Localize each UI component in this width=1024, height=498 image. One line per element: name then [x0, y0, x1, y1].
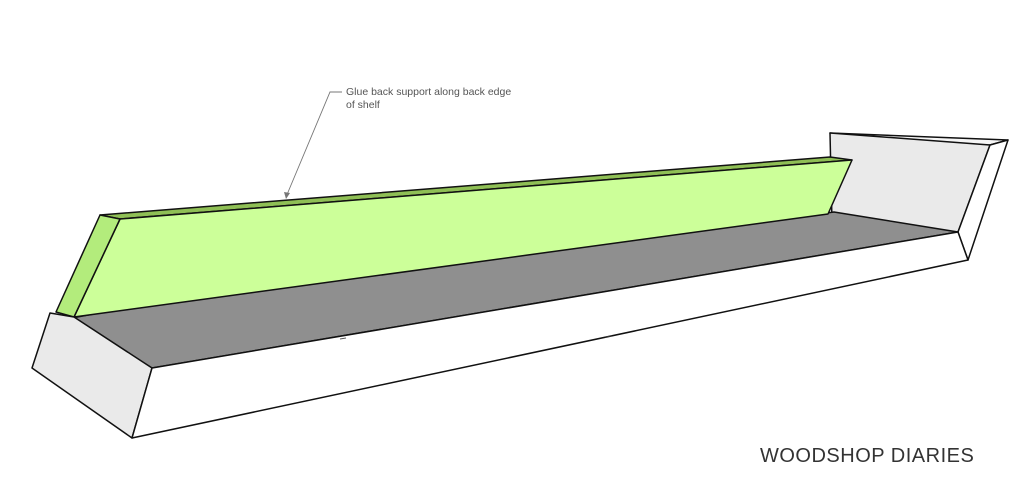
floor-edge-mark	[339, 337, 347, 340]
callout-line-1: Glue back support along back edge	[346, 86, 512, 98]
callout-annotation: Glue back support along back edge of she…	[346, 86, 586, 112]
back-support	[55, 156, 853, 318]
leader-line	[285, 91, 342, 198]
front-edge-mark	[604, 335, 613, 338]
arrow-pointer-icon	[284, 192, 290, 199]
callout-line-2: of shelf	[346, 99, 380, 111]
shelf-front-face	[131, 231, 969, 439]
callout-leader	[284, 91, 342, 199]
watermark-logo: WOODSHOP DIARIES	[760, 445, 975, 467]
right-end-panel	[829, 132, 1009, 261]
